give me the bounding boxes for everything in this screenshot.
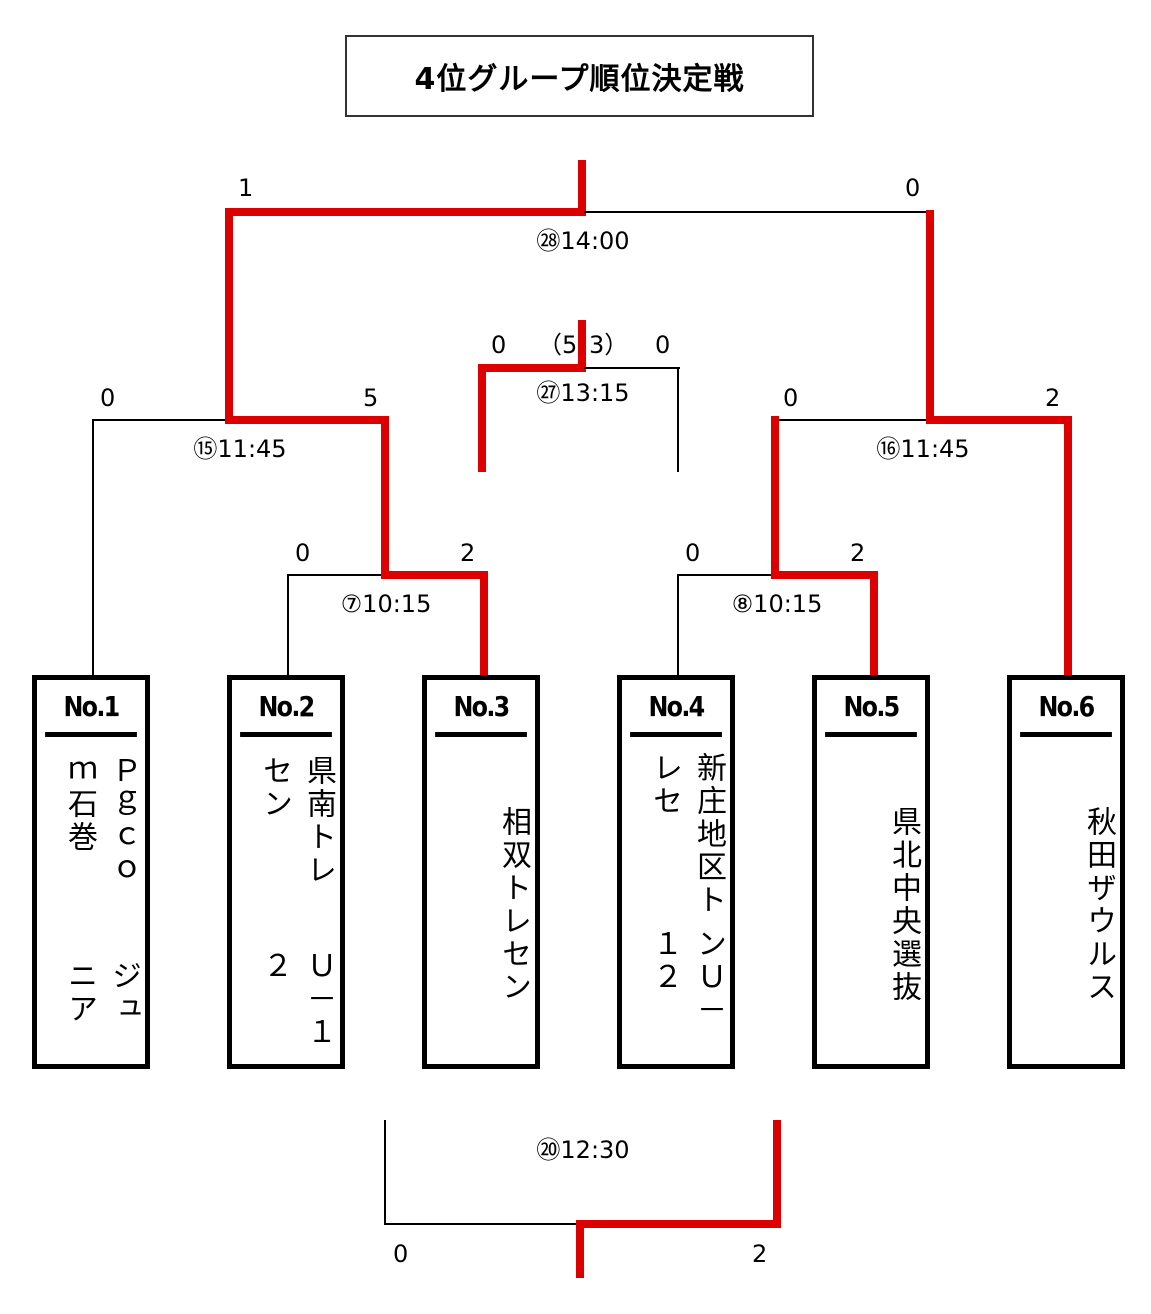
m15-label: ⑮11:45 xyxy=(193,435,287,463)
team-name: 秋田ザウルス xyxy=(1012,755,1120,1054)
m15-right-arm xyxy=(225,416,389,424)
m15-right-leg xyxy=(381,416,389,579)
team-name-line: ンＵ－１２ xyxy=(647,928,726,1028)
m7-left-arm xyxy=(287,574,385,576)
m27-score-right: 0 xyxy=(655,331,671,359)
m16-right-arm xyxy=(926,416,1072,424)
m7-score-left: 0 xyxy=(295,539,311,567)
team-name: 県北中央選抜 xyxy=(817,755,925,1054)
m7-left-leg xyxy=(287,574,289,675)
team-name-line: 県北中央選抜 xyxy=(886,805,921,1004)
team-number: No.4 xyxy=(630,680,722,737)
m8-score-left: 0 xyxy=(685,539,701,567)
team-name-line: Ｐｇｃｏｍ石巻 xyxy=(62,755,141,887)
m20-right-arm xyxy=(576,1220,781,1228)
team-box-6: No.6 秋田ザウルス xyxy=(1007,675,1125,1069)
title-box: 4位グループ順位決定戦 xyxy=(345,35,814,117)
team-number: No.2 xyxy=(240,680,332,737)
team-name-line: 新庄地区トレセ xyxy=(647,752,726,917)
team-name: Ｐｇｃｏｍ石巻 ジュニア xyxy=(37,755,145,1054)
m16-left-leg xyxy=(771,416,779,579)
m20-score-left: 0 xyxy=(393,1240,409,1268)
m15-score-right: 5 xyxy=(363,384,379,412)
team-number: No.3 xyxy=(435,680,527,737)
m27-right-leg xyxy=(677,367,679,472)
team-name-line: ジュニア xyxy=(62,959,141,1026)
m27-label: ㉗13:15 xyxy=(536,379,630,407)
m28-winner-stem xyxy=(578,160,586,216)
m16-right-leg xyxy=(1064,416,1072,675)
m28-right-leg xyxy=(926,210,934,424)
m27-pk-right: 3） xyxy=(589,331,629,359)
m20-right-leg xyxy=(773,1120,781,1228)
m28-left-leg xyxy=(225,208,233,424)
m20-left-leg xyxy=(384,1120,386,1225)
m28-score-right: 0 xyxy=(905,174,921,202)
team-box-1: No.1 Ｐｇｃｏｍ石巻 ジュニア xyxy=(32,675,150,1069)
team-name: 新庄地区トレセ ンＵ－１２ xyxy=(622,752,730,1054)
m20-winner-stem xyxy=(576,1220,584,1278)
team-name: 相双トレセン xyxy=(427,755,535,1054)
team-number: No.5 xyxy=(825,680,917,737)
m27-score-left: 0 xyxy=(491,331,507,359)
m20-left-arm xyxy=(384,1223,582,1225)
m8-right-arm xyxy=(771,571,878,579)
m20-label: ⑳12:30 xyxy=(536,1136,630,1164)
team-box-2: No.2 県南トレセン Ｕ－１２ xyxy=(227,675,345,1069)
m20-score-right: 2 xyxy=(752,1240,768,1268)
m28-score-left: 1 xyxy=(238,174,254,202)
m16-label: ⑯11:45 xyxy=(876,435,970,463)
m27-winner-stem xyxy=(578,320,586,372)
team-number: No.6 xyxy=(1020,680,1112,737)
m15-left-leg xyxy=(92,419,94,675)
team-name-line: 相双トレセン xyxy=(496,805,531,1004)
m28-left-arm xyxy=(225,208,586,216)
m7-right-leg xyxy=(480,571,488,675)
m27-right-arm xyxy=(584,367,680,369)
team-name: 県南トレセン Ｕ－１２ xyxy=(232,755,340,1054)
m8-left-leg xyxy=(677,574,679,675)
m8-label: ⑧10:15 xyxy=(731,590,823,618)
m8-right-leg xyxy=(870,571,878,675)
m8-left-arm xyxy=(677,574,775,576)
m16-score-right: 2 xyxy=(1045,384,1061,412)
team-name-line: 秋田ザウルス xyxy=(1081,805,1116,1004)
m28-right-arm xyxy=(584,211,930,213)
team-box-4: No.4 新庄地区トレセ ンＵ－１２ xyxy=(617,675,735,1069)
m7-label: ⑦10:15 xyxy=(340,590,432,618)
m16-score-left: 0 xyxy=(783,384,799,412)
team-name-line: Ｕ－１２ xyxy=(257,950,336,1050)
m16-left-arm xyxy=(775,419,931,421)
m27-left-leg xyxy=(478,364,486,472)
m27-left-arm xyxy=(478,364,586,372)
m8-score-right: 2 xyxy=(850,539,866,567)
m7-score-right: 2 xyxy=(460,539,476,567)
m7-right-arm xyxy=(381,571,488,579)
m15-left-arm xyxy=(92,419,232,421)
team-box-3: No.3 相双トレセン xyxy=(422,675,540,1069)
team-box-5: No.5 県北中央選抜 xyxy=(812,675,930,1069)
m27-pk-left: （5 xyxy=(538,331,578,359)
m15-score-left: 0 xyxy=(100,384,116,412)
team-number: No.1 xyxy=(45,680,137,737)
page-title: 4位グループ順位決定戦 xyxy=(414,62,745,97)
m28-label: ㉘14:00 xyxy=(536,227,630,255)
team-name-line: 県南トレセン xyxy=(257,755,336,887)
